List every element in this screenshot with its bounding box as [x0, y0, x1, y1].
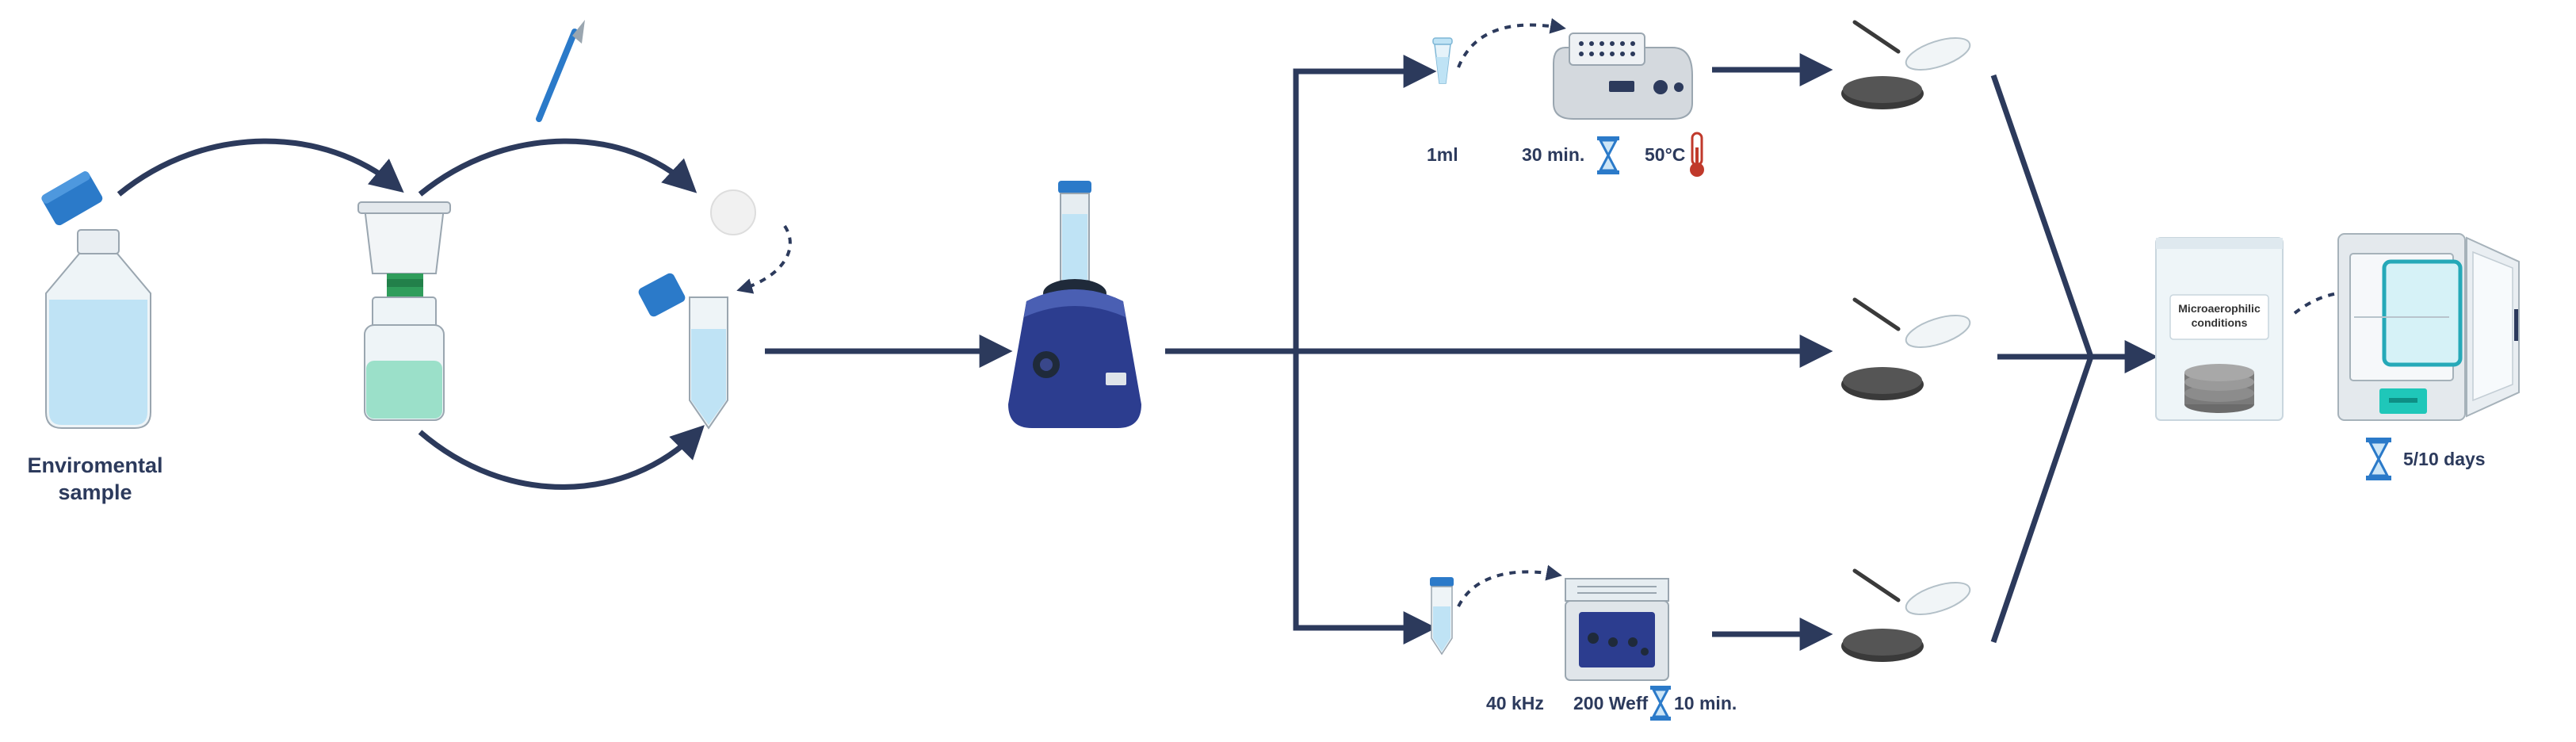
small-falcon-tube-icon — [1430, 577, 1454, 656]
ultrasonic-bath-icon — [1565, 578, 1669, 681]
arrow-bottom-plate-to-merge — [1990, 355, 2094, 644]
petri-dish-bottom-icon — [1841, 568, 1971, 662]
sample-label-line1: Enviromental — [27, 453, 163, 477]
falcon-tube-icon — [638, 273, 728, 430]
bag-label-line2: conditions — [2191, 316, 2248, 329]
arrow-branch-top — [1293, 55, 1437, 351]
dashed-arrow-eppendorf-to-heater — [1457, 17, 1566, 68]
petri-dish-middle-icon — [1841, 297, 1971, 400]
thermo-shaker-icon — [1553, 33, 1693, 120]
hourglass-icon-sonic — [1650, 686, 1671, 721]
filter-unit-icon — [357, 201, 451, 421]
dashed-arrow-tube-to-sonicator — [1457, 564, 1562, 607]
process-arrows — [117, 53, 2158, 651]
dashed-arrow-membrane-to-tube — [736, 224, 792, 294]
sample-bottle-icon — [41, 171, 151, 429]
eppendorf-tube-icon — [1432, 37, 1453, 84]
arrow-filter-to-membrane — [418, 138, 698, 197]
temperature-label: 50°C — [1645, 144, 1686, 165]
bag-label: Microaerophilic conditions — [2172, 301, 2267, 330]
frequency-label: 40 kHz — [1486, 693, 1544, 713]
thermometer-icon — [1690, 132, 1704, 177]
sample-label: Enviromental sample — [12, 452, 178, 506]
petri-dish-top-icon — [1841, 20, 1971, 109]
heat-time-label: 30 min. — [1522, 144, 1585, 165]
volume-label: 1ml — [1427, 144, 1458, 165]
filter-membrane-icon — [710, 189, 756, 235]
power-label: 200 Weff — [1573, 693, 1649, 713]
hourglass-icon-incubation — [2366, 438, 2391, 480]
arrow-filter-to-tube — [418, 425, 705, 490]
arrow-top-plate-to-merge — [1990, 74, 2094, 358]
dashed-arrow-bag-to-incubator — [2293, 290, 2414, 316]
hourglass-icon-heat — [1597, 136, 1619, 174]
incubator-icon — [2337, 233, 2520, 421]
dashed-arrows — [736, 17, 2414, 607]
anaerobic-bag-icon — [2155, 237, 2284, 421]
vortex-mixer-icon — [1008, 181, 1141, 428]
incubation-time-label: 5/10 days — [2403, 449, 2486, 469]
bag-label-line1: Microaerophilic — [2178, 302, 2261, 315]
arrow-branch-bottom — [1293, 351, 1437, 644]
scalpel-icon — [536, 20, 585, 122]
sonication-time-label: 10 min. — [1674, 693, 1737, 713]
sample-label-line2: sample — [58, 480, 132, 504]
arrow-bottle-to-filter — [117, 138, 404, 197]
